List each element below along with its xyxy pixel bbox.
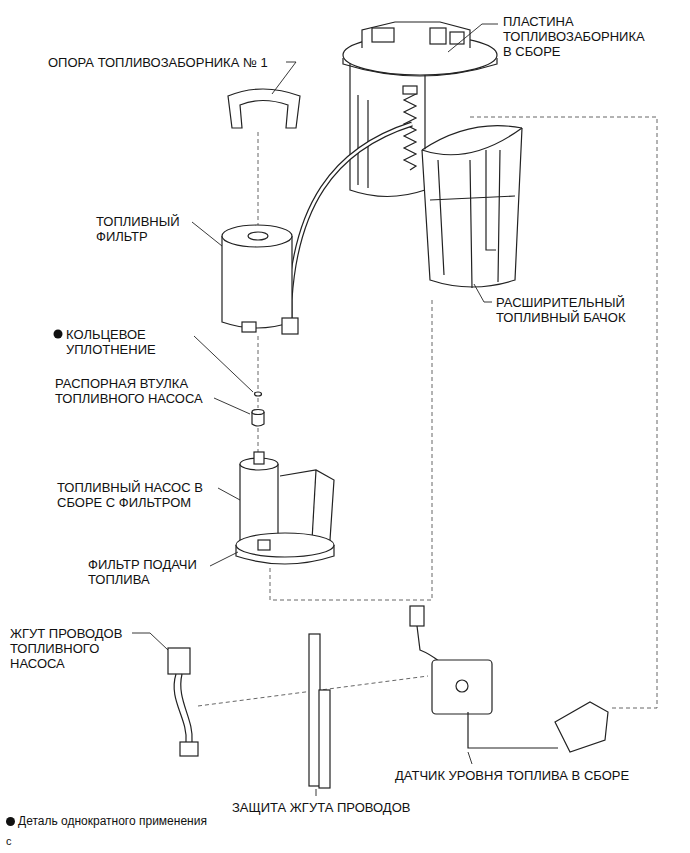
part-label: ДАТЧИК УРОВНЯ ТОПЛИВА В СБОРЕ xyxy=(395,768,685,783)
harness-protector xyxy=(319,690,330,788)
level-sensor xyxy=(410,606,608,752)
leader-line xyxy=(132,24,498,796)
part-label: ТОПЛИВНЫЙ ФИЛЬТР xyxy=(96,214,184,244)
wire-harness xyxy=(168,648,198,756)
part-label: РАСПОРНАЯ ВТУЛКА ТОПЛИВНОГО НАСОСА xyxy=(55,376,220,406)
fuel-filter xyxy=(222,225,298,334)
legend-text: Деталь однократного применения xyxy=(18,814,207,828)
single-use-mark xyxy=(54,330,63,339)
pump-spacer xyxy=(252,410,264,427)
part-label: ТОПЛИВНЫЙ НАСОС В СБОРЕ С ФИЛЬТРОМ xyxy=(57,480,217,510)
support-clip xyxy=(228,89,300,128)
fuel-pump xyxy=(236,452,334,564)
part-label: ОПОРА ТОПЛИВОЗАБОРНИКА № 1 xyxy=(48,55,308,70)
fuel-hose xyxy=(290,124,412,330)
part-label: ПЛАСТИНА ТОПЛИВОЗАБОРНИКА В СБОРЕ xyxy=(503,14,649,59)
part-label: ЗАЩИТА ЖГУТА ПРОВОДОВ xyxy=(232,800,452,815)
figure-code: c xyxy=(6,834,26,849)
part-label: КОЛЬЦЕВОЕ УПЛОТНЕНИЕ xyxy=(66,327,160,357)
part-label: РАСШИРИТЕЛЬНЫЙ ТОПЛИВНЫЙ БАЧОК xyxy=(496,295,646,325)
part-label: ФИЛЬТР ПОДАЧИ ТОПЛИВА xyxy=(88,557,218,587)
legend-symbol xyxy=(6,817,15,826)
assembly-line xyxy=(198,117,657,708)
harness-protector xyxy=(309,634,320,786)
o-ring xyxy=(255,392,262,396)
expansion-tank xyxy=(422,126,522,288)
part-label: ЖГУТ ПРОВОДОВ ТОПЛИВНОГО НАСОСА xyxy=(10,626,138,671)
fuel-hose xyxy=(290,124,412,330)
part-drawing xyxy=(132,22,657,796)
